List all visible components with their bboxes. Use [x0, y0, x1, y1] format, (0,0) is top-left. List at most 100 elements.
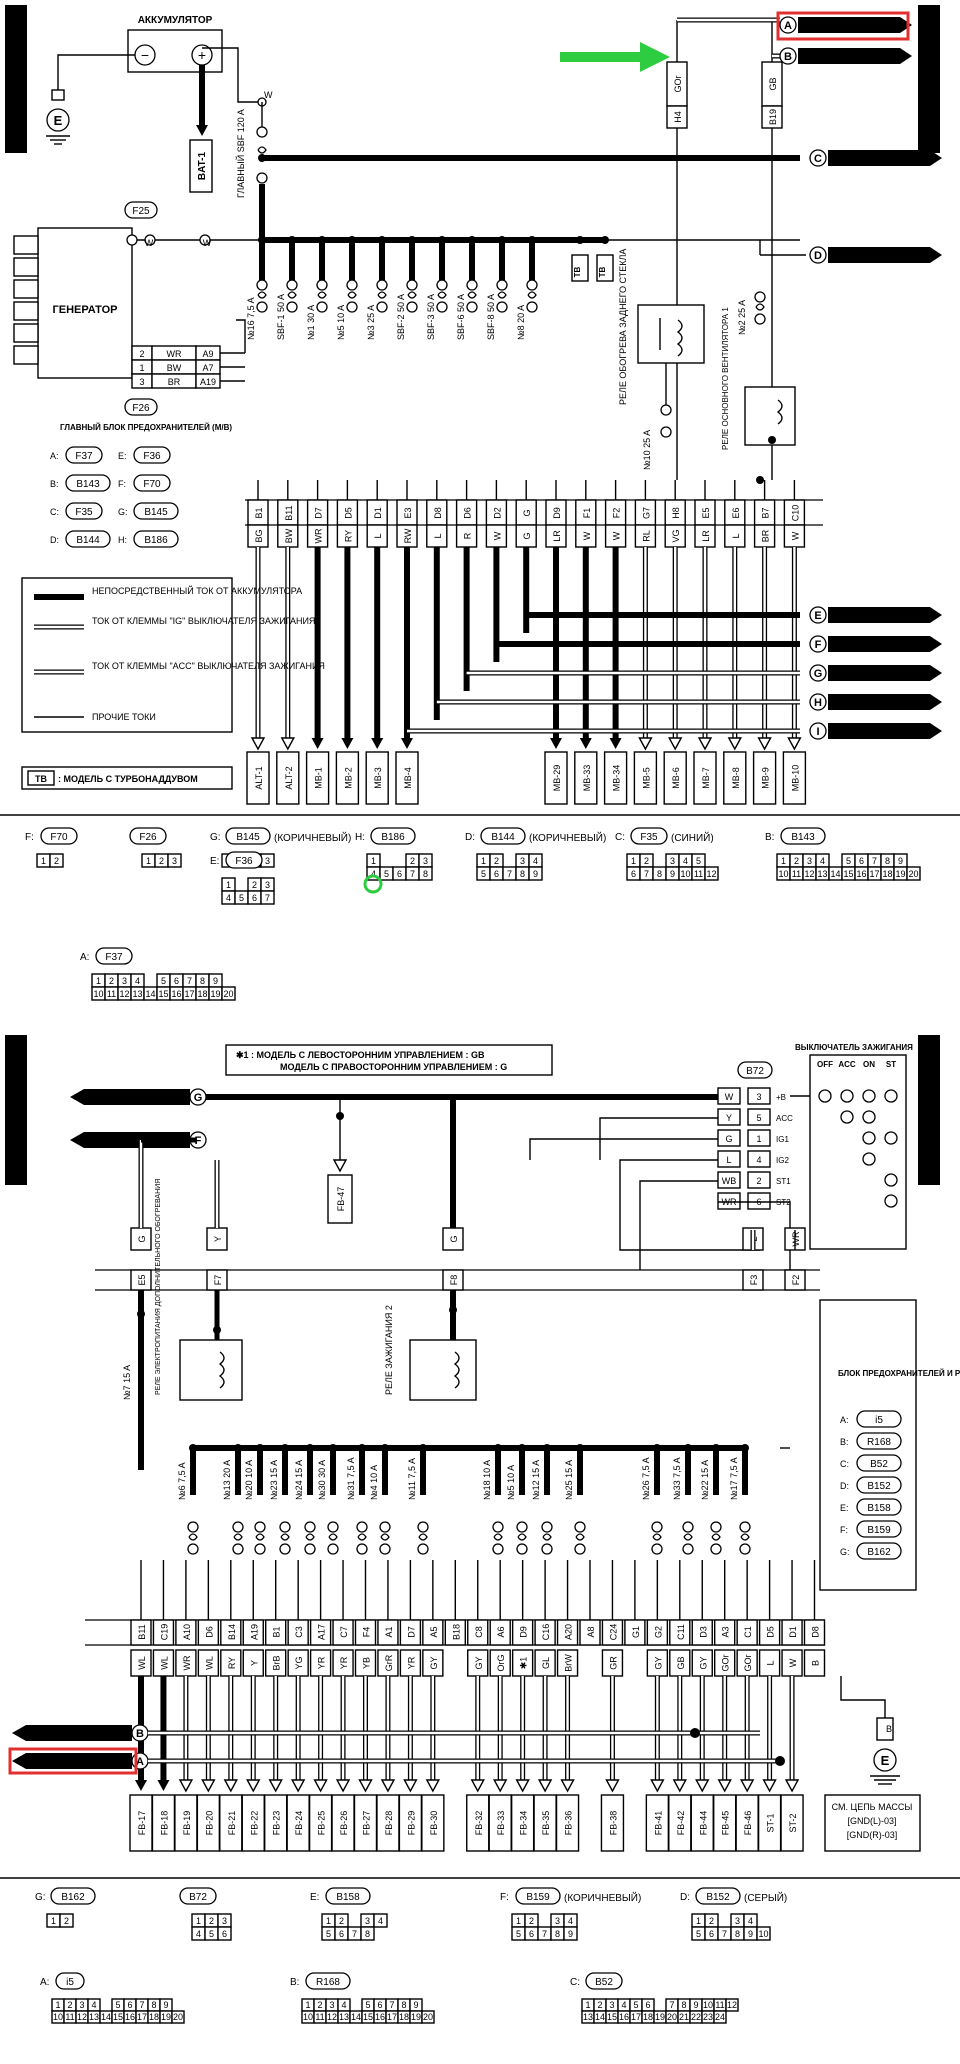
relay-coil	[453, 1351, 460, 1389]
wire-color-cell	[803, 1649, 826, 1677]
fuse-3-top	[346, 279, 358, 291]
conn1-title: D:	[465, 832, 475, 843]
out-arrow	[638, 737, 653, 751]
conn1-pin-number: 11	[792, 869, 801, 879]
wire-color: GB	[676, 1656, 686, 1669]
fuse-label: SBF-6 50 A	[456, 294, 466, 340]
main-fuse-label: ГЛАВНЫЙ SBF 120 A	[235, 109, 246, 198]
conn2-pin-number: 18	[643, 2012, 653, 2022]
conn2-pin-number: 4	[748, 1916, 753, 1926]
pin-id: A19	[249, 1624, 259, 1640]
conn1-pin-number: 1	[96, 976, 101, 986]
output-label: FB-24	[294, 1811, 304, 1836]
mb-conn-id-outline	[65, 530, 111, 548]
conn2-pin-number: 5	[326, 1929, 331, 1939]
conn2-pin-cell	[373, 1913, 388, 1928]
conn2-pin-number: 4	[621, 2000, 626, 2010]
conn2-pin-number: 8	[555, 1929, 560, 1939]
ign-pin	[747, 1129, 771, 1147]
conn2-pin-number: 7	[722, 1929, 727, 1939]
conn2-pin-number: 7	[389, 2000, 394, 2010]
conn1-id: B145	[236, 832, 260, 843]
wire-color: W	[790, 531, 800, 540]
b-fuse-0-link	[188, 1533, 198, 1541]
output-label: MB-33	[582, 765, 592, 792]
pin-id: D5	[343, 507, 353, 519]
conn2-pin-number: 13	[583, 2012, 593, 2022]
junction-dot	[576, 236, 584, 244]
top-pin-id: H4	[673, 111, 683, 123]
ign-contact	[818, 1089, 832, 1103]
mb-conn-id: F35	[75, 507, 93, 518]
conn2-pin-number: 13	[89, 2012, 99, 2022]
fuse-6-bottom	[436, 301, 448, 313]
mb-conn-id-outline	[65, 446, 103, 464]
output-box	[780, 1794, 804, 1852]
ign-contact	[840, 1089, 854, 1103]
conn2-id: R168	[316, 1977, 340, 1988]
conn1-title: B:	[765, 832, 774, 843]
fuse-label: №17 7,5 A	[729, 1457, 739, 1500]
ref-g-flag	[828, 665, 942, 681]
b-fuse-7-bottom	[379, 1543, 391, 1555]
conn2-pin-number: 7	[139, 2000, 144, 2010]
conn1-id: F36	[235, 856, 253, 867]
b-fuse-15-link	[711, 1533, 721, 1541]
ground-letter: E	[881, 1753, 890, 1768]
ground-wire	[840, 1676, 886, 1720]
b-fuse-2-bottom	[254, 1543, 266, 1555]
top-pin-id: B19	[768, 109, 778, 125]
conn1-pin-number: 9	[898, 856, 903, 866]
conn1-pin-number: 5	[696, 856, 701, 866]
output-label: MB-7	[701, 767, 711, 789]
b-fuse-0-top	[187, 1521, 199, 1533]
conn1-pin-number: 5	[846, 856, 851, 866]
wire-color: BrW	[564, 1654, 574, 1672]
pin-id: D7	[314, 507, 324, 519]
conn2-id: B52	[595, 1977, 613, 1988]
fuse-label: №16 7,5 A	[246, 297, 256, 340]
output-label: FB-46	[743, 1811, 753, 1836]
conn2-pin-number: 21	[679, 2012, 689, 2022]
fuse-label: SBF-3 50 A	[426, 294, 436, 340]
ign-pin	[747, 1192, 771, 1210]
out-arrow	[335, 1779, 351, 1793]
conn1-pin-number: 18	[197, 989, 207, 999]
conn2-pin-number: 6	[709, 1929, 714, 1939]
fb-conn-key: G:	[840, 1547, 850, 1557]
fuse-label: №22 15 A	[700, 1460, 710, 1500]
conn2-pin-number: 11	[65, 2012, 74, 2022]
mb-conn-key: B:	[50, 479, 59, 489]
b-fuse-13-top	[651, 1521, 663, 1533]
side-label: P-SUP-03	[921, 45, 938, 113]
terminal	[660, 426, 672, 438]
ref-g-in-letter: G	[194, 1092, 203, 1104]
ref-b-flag	[798, 48, 912, 64]
side-label-bg	[918, 1035, 940, 1185]
b-fuse-7-top	[379, 1521, 391, 1533]
generator-fin	[13, 235, 39, 255]
relay-ign2-label: РЕЛЕ ЗАЖИГАНИЯ 2	[384, 1305, 394, 1395]
conn2-title: D:	[680, 1892, 690, 1903]
pin-id: A5	[429, 1626, 439, 1637]
ign-col: ON	[863, 1060, 875, 1069]
top-pin-id: F7	[213, 1275, 223, 1286]
output-box	[365, 751, 389, 805]
fb-conn-id: B159	[867, 1525, 891, 1536]
fuse-label: №18 10 A	[482, 1460, 492, 1500]
tb-note-box	[21, 766, 233, 790]
note-line1: ✱1 : МОДЕЛЬ С ЛЕВОСТОРОННИМ УПРАВЛЕНИЕМ …	[236, 1050, 485, 1060]
out-arrow	[727, 737, 742, 751]
conn2-pin-cell	[360, 1926, 375, 1941]
ign-pin	[747, 1171, 771, 1189]
conn2-pin-number: 5	[516, 1929, 521, 1939]
mb-title: ГЛАВНЫЙ БЛОК ПРЕДОХРАНИТЕЛЕЙ (M/B)	[60, 423, 232, 432]
conn1-pin-number: 17	[869, 869, 879, 879]
generator-fin	[13, 279, 39, 299]
junction-dot	[775, 1756, 785, 1766]
ref-d-flag	[828, 247, 942, 263]
output-label: MB-4	[403, 767, 413, 789]
conn2-pin-number: 3	[79, 2000, 84, 2010]
output-box	[603, 751, 628, 805]
b-fuse-15-bottom	[710, 1543, 722, 1555]
